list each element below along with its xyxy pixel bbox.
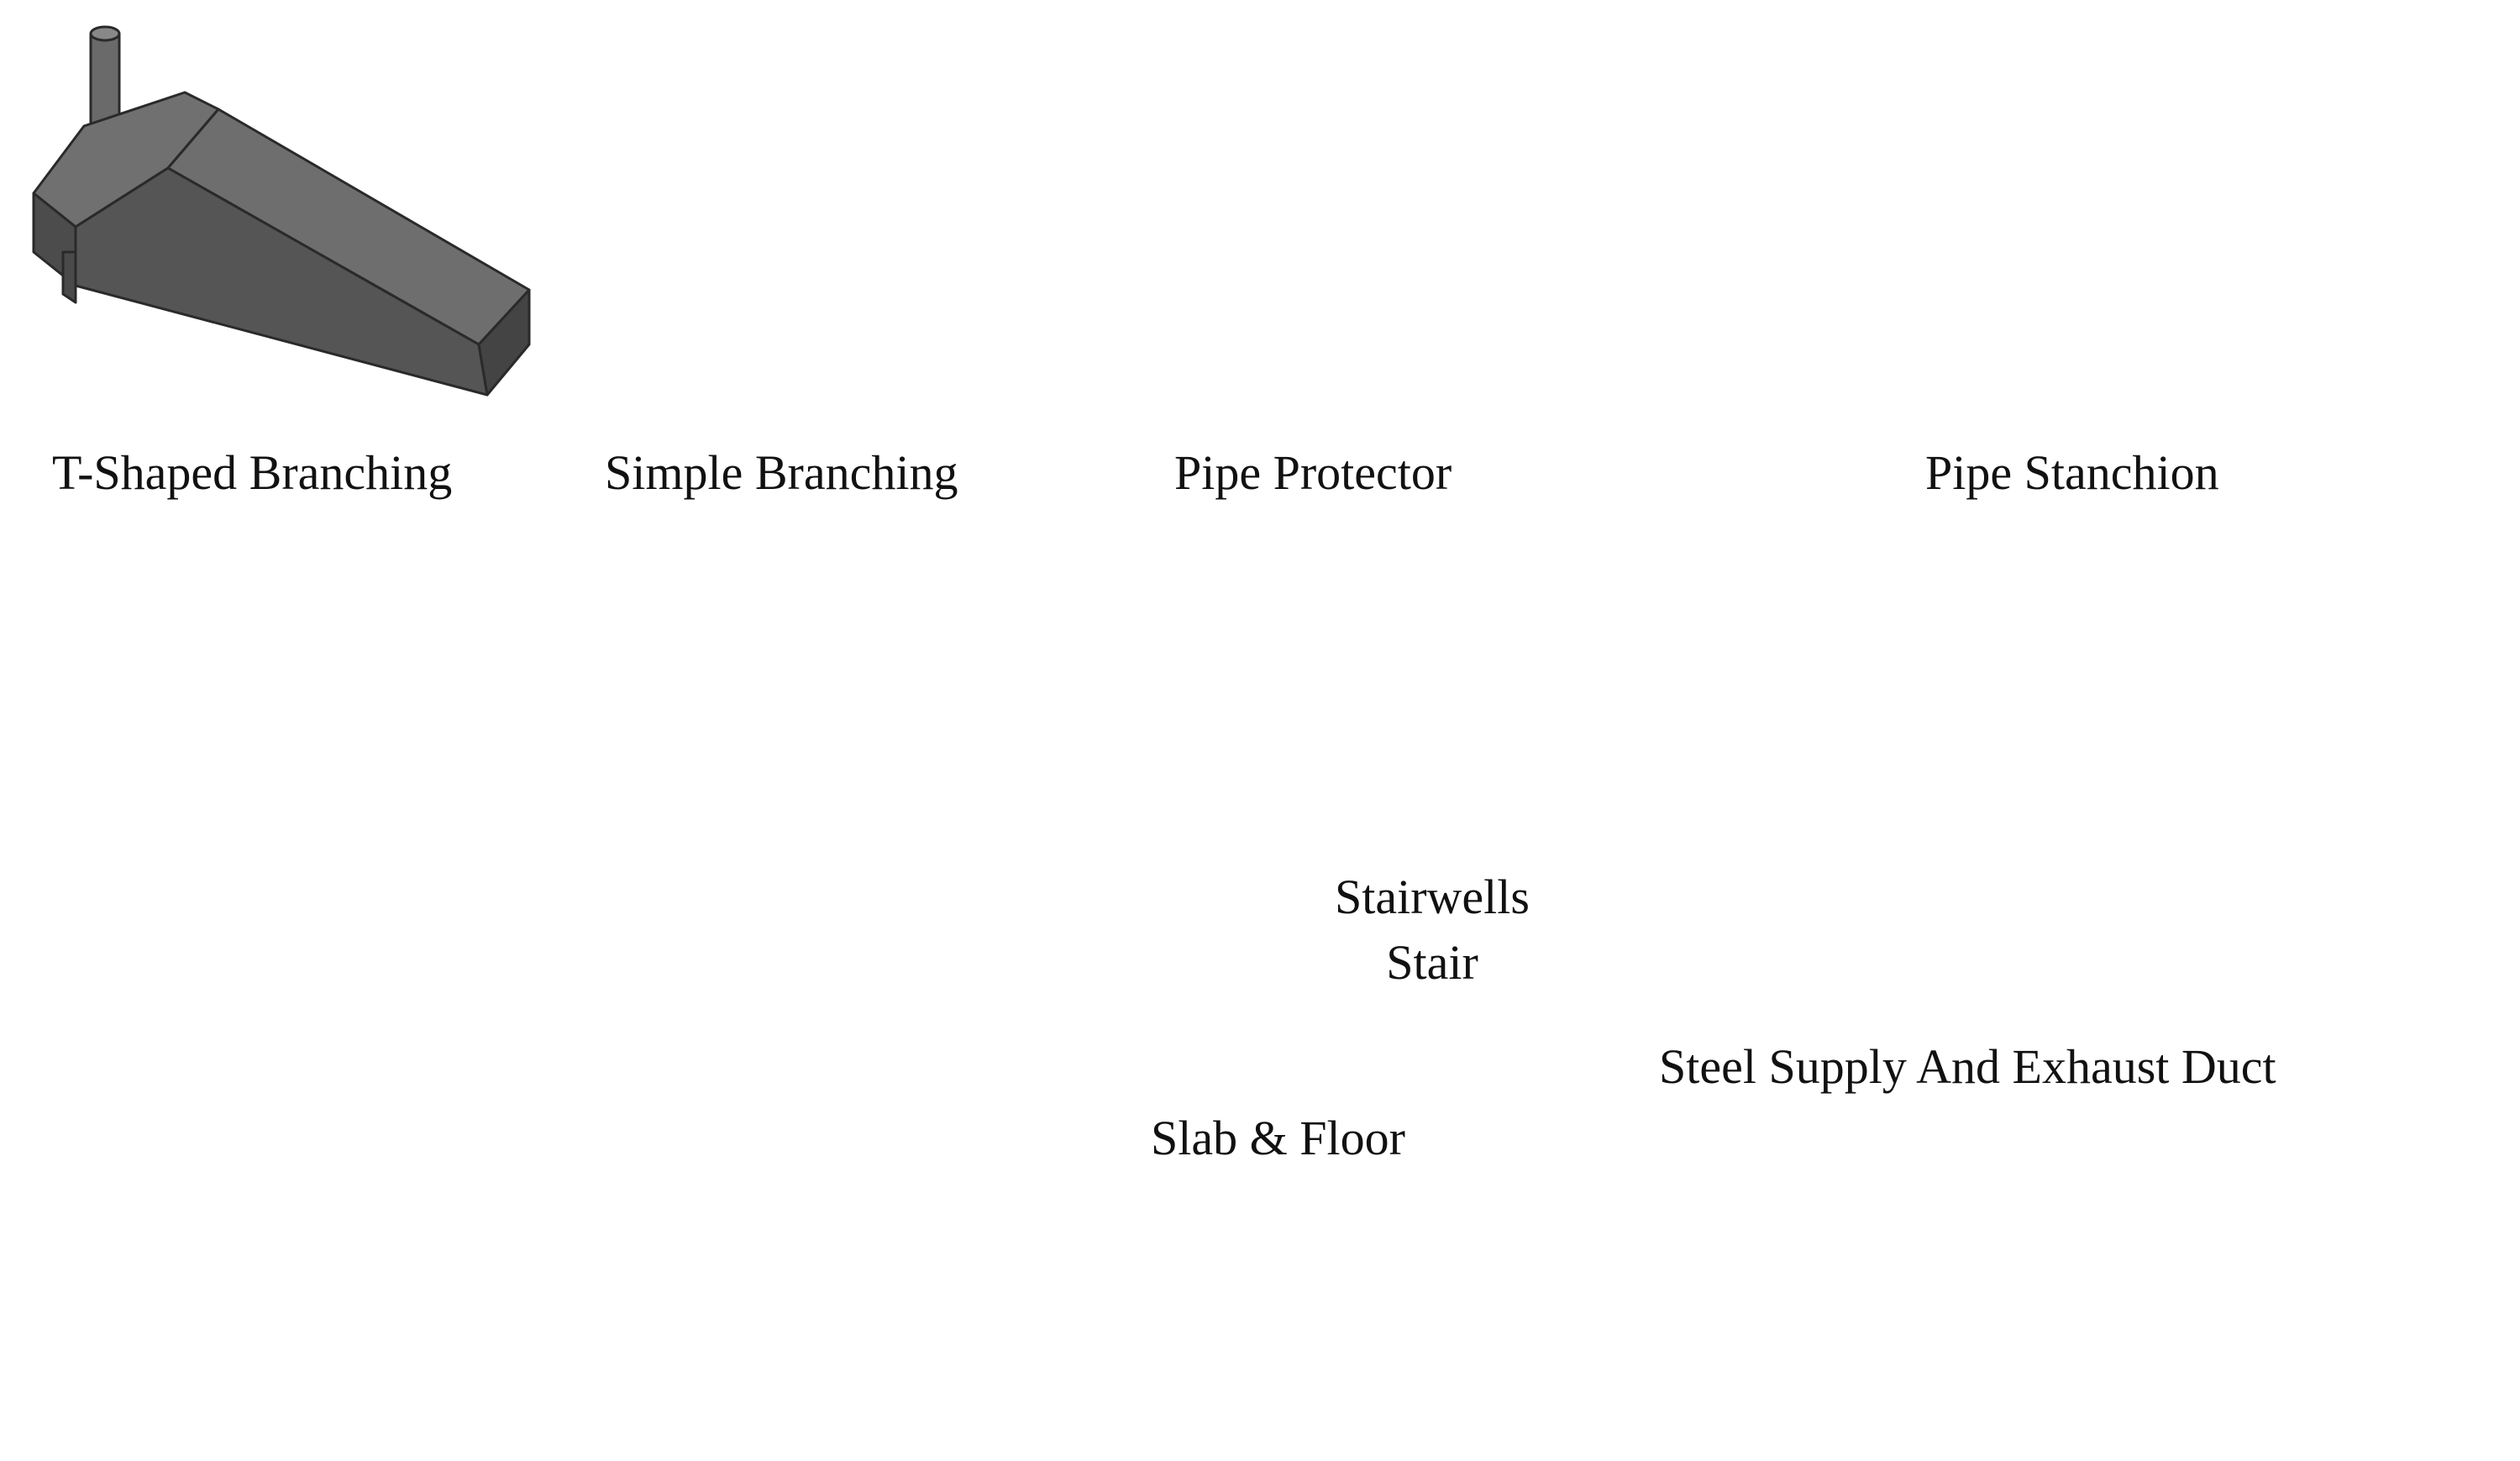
- label-slab-floor: Slab & Floor: [1151, 1111, 1405, 1165]
- label-pipe-stanchion: Pipe Stanchion: [1925, 445, 2219, 500]
- label-steel-supply-exhaust-duct: Steel Supply And Exhaust Duct: [1659, 1039, 2276, 1094]
- label-stair: Stair: [1386, 935, 1478, 990]
- label-pipe-protector: Pipe Protector: [1174, 445, 1452, 500]
- label-simple-branching: Simple Branching: [605, 445, 958, 500]
- label-stairwells: Stairwells: [1335, 870, 1530, 924]
- label-t-shaped-branching: T-Shaped Branching: [52, 445, 453, 500]
- t-shaped-branching-model: [32, 25, 531, 397]
